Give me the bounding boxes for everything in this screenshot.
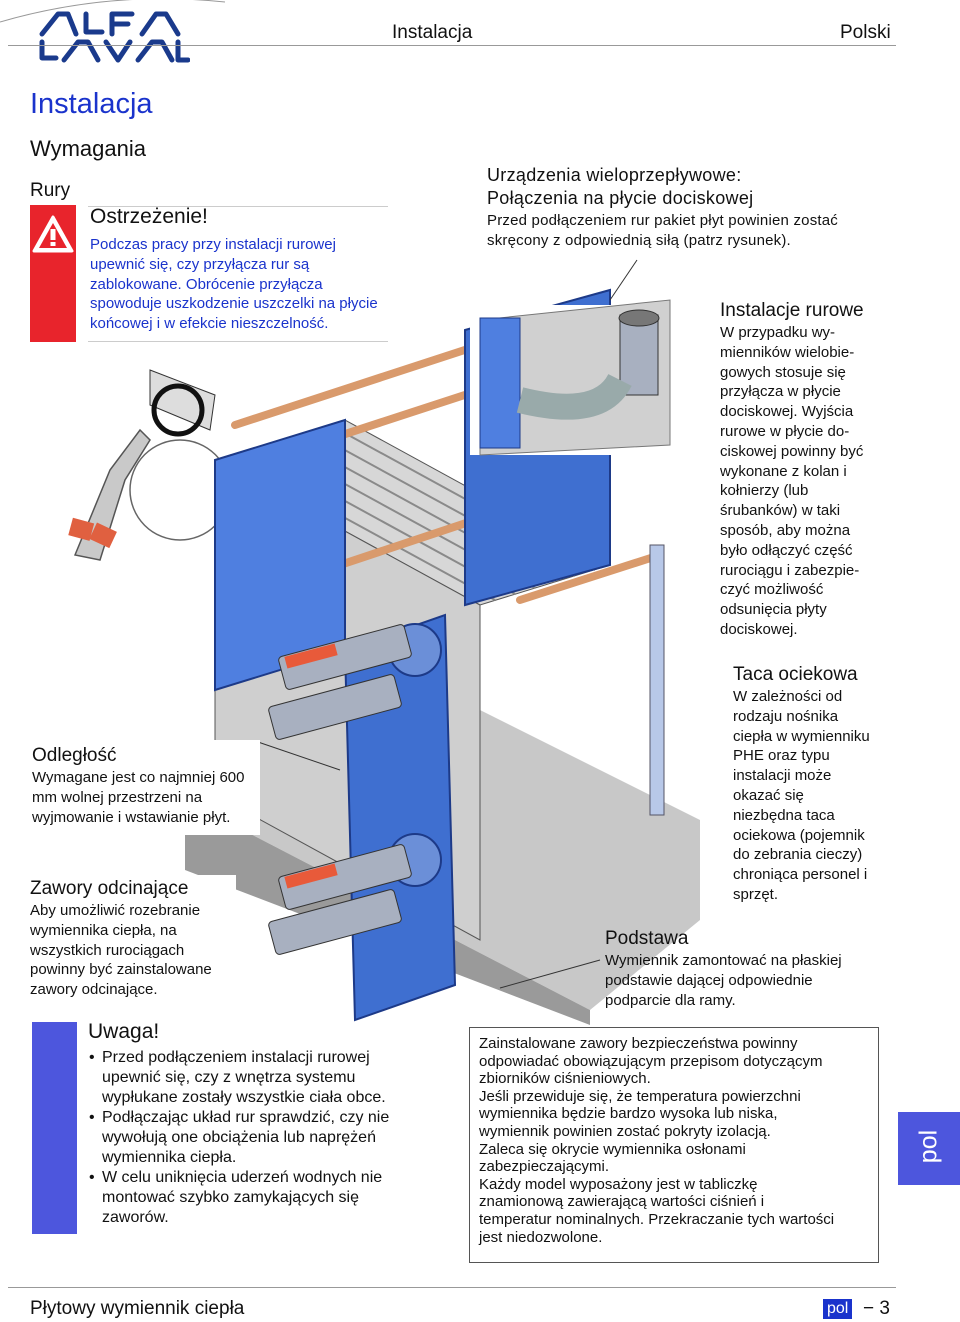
footer-title: Płytowy wymiennik ciepła bbox=[30, 1298, 245, 1319]
foundation-title: Podstawa bbox=[605, 928, 689, 949]
pipe-connections bbox=[268, 623, 442, 955]
note-marker bbox=[32, 1022, 77, 1234]
valves-text: Aby umożliwić rozebranie wymiennika ciep… bbox=[30, 902, 212, 999]
pipes-heading: Rury bbox=[30, 180, 71, 201]
multipass-text: Przed podłączeniem rur pakiet płyt powin… bbox=[487, 212, 839, 249]
multipass-title-2: Połączenia na płycie dociskowej bbox=[487, 188, 754, 208]
language-side-tab-label: pol bbox=[914, 1129, 943, 1164]
distance-text: Wymagane jest co najmniej 600 mm wolnej … bbox=[32, 769, 245, 826]
valves-title: Zawory odcinające bbox=[30, 878, 189, 899]
foundation-text: Wymiennik zamontować na płaskiej podstaw… bbox=[605, 952, 842, 1009]
header-arc bbox=[0, 0, 226, 23]
header-language-label: Polski bbox=[840, 22, 891, 43]
warning-top-rule bbox=[88, 206, 388, 207]
footer-page-number: − 3 bbox=[863, 1298, 890, 1319]
warning-title: Ostrzeżenie! bbox=[90, 205, 208, 228]
piping-text: W przypadku wy-mienników wielobie-gowych… bbox=[720, 324, 864, 638]
note-title: Uwaga! bbox=[88, 1020, 160, 1043]
heat-exchanger-illustration bbox=[62, 259, 700, 1025]
distance-box bbox=[28, 740, 260, 835]
page-title: Instalacja bbox=[30, 88, 153, 120]
distance-title: Odległość bbox=[32, 745, 117, 766]
header-rule bbox=[8, 45, 896, 46]
warning-marker bbox=[30, 205, 76, 342]
note-item: Przed podłączeniem instalacji rurowej up… bbox=[89, 1048, 418, 1108]
warning-bottom-rule bbox=[88, 341, 388, 342]
note-list: Przed podłączeniem instalacji rurowej up… bbox=[88, 1048, 418, 1228]
piping-title: Instalacje rurowe bbox=[720, 300, 864, 321]
warning-triangle-icon bbox=[32, 215, 74, 253]
wrench-icon bbox=[73, 428, 151, 561]
warning-text: Podczas pracy przy instalacji rurowej up… bbox=[90, 236, 378, 333]
note-item: Podłączając układ rur sprawdzić, czy nie… bbox=[89, 1108, 418, 1168]
valves-box bbox=[28, 875, 236, 1005]
note-item: W celu uniknięcia uderzeń wodnych nie mo… bbox=[89, 1168, 418, 1228]
header-section-label: Instalacja bbox=[392, 22, 473, 43]
footer-language-badge: pol bbox=[823, 1299, 853, 1319]
safety-box: Zainstalowane zawory bezpieczeństwa powi… bbox=[469, 1027, 879, 1263]
leader-line bbox=[257, 741, 341, 771]
language-side-tab: pol bbox=[898, 1112, 960, 1185]
leader-line bbox=[499, 959, 601, 989]
requirements-heading: Wymagania bbox=[30, 136, 146, 161]
support-column bbox=[649, 544, 665, 816]
frame-plate bbox=[343, 613, 457, 1022]
multipass-title-1: Urządzenia wieloprzepływowe: bbox=[487, 165, 742, 185]
drip-tray-title: Taca ociekowa bbox=[733, 664, 858, 685]
alfa-laval-logo bbox=[39, 11, 190, 63]
footer-rule bbox=[8, 1287, 896, 1288]
